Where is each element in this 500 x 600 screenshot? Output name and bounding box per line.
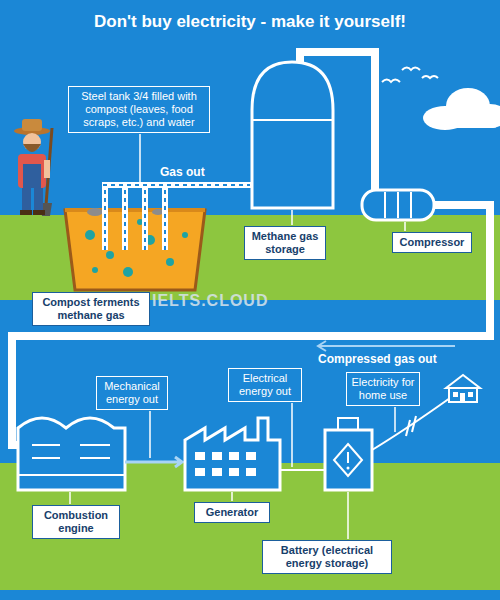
- callout-box: Electricity for home use: [346, 372, 420, 406]
- label-box: Methane gas storage: [244, 226, 326, 260]
- leader-line: [149, 411, 151, 458]
- callout-box: Steel tank 3/4 filled with compost (leav…: [68, 86, 210, 133]
- label-box: Compressor: [392, 232, 472, 253]
- node-text: Electricity for home use: [351, 376, 415, 402]
- label-box: Battery (electrical energy storage): [262, 540, 392, 574]
- node-text: Combustion engine: [37, 509, 115, 535]
- leader-line: [291, 210, 293, 225]
- leader-line: [69, 492, 71, 504]
- node-text: Battery (electrical energy storage): [267, 544, 387, 570]
- node-text: Compost ferments methane gas: [37, 296, 145, 322]
- watermark: IELTS.CLOUD: [152, 292, 268, 310]
- label-box: Combustion engine: [32, 505, 120, 539]
- callout-box: Electrical energy out: [228, 368, 302, 402]
- leader-line: [394, 407, 396, 432]
- leader-line: [139, 134, 141, 182]
- flow-label: Compressed gas out: [318, 352, 437, 366]
- node-text: Compressor: [397, 236, 467, 249]
- node-text: Generator: [199, 506, 265, 519]
- leader-line: [291, 403, 293, 467]
- leader-line: [404, 222, 406, 231]
- node-text: Mechanical energy out: [101, 380, 163, 406]
- leader-line: [347, 492, 349, 539]
- node-text: Electrical energy out: [233, 372, 297, 398]
- node-text: Steel tank 3/4 filled with compost (leav…: [73, 90, 205, 129]
- leader-line: [231, 492, 233, 501]
- title: Don't buy electricity - make it yourself…: [0, 12, 500, 32]
- callout-box: Mechanical energy out: [96, 376, 168, 410]
- label-box: Generator: [194, 502, 270, 523]
- flow-label: Gas out: [160, 165, 205, 179]
- label-box: Compost ferments methane gas: [32, 292, 150, 326]
- node-text: Methane gas storage: [249, 230, 321, 256]
